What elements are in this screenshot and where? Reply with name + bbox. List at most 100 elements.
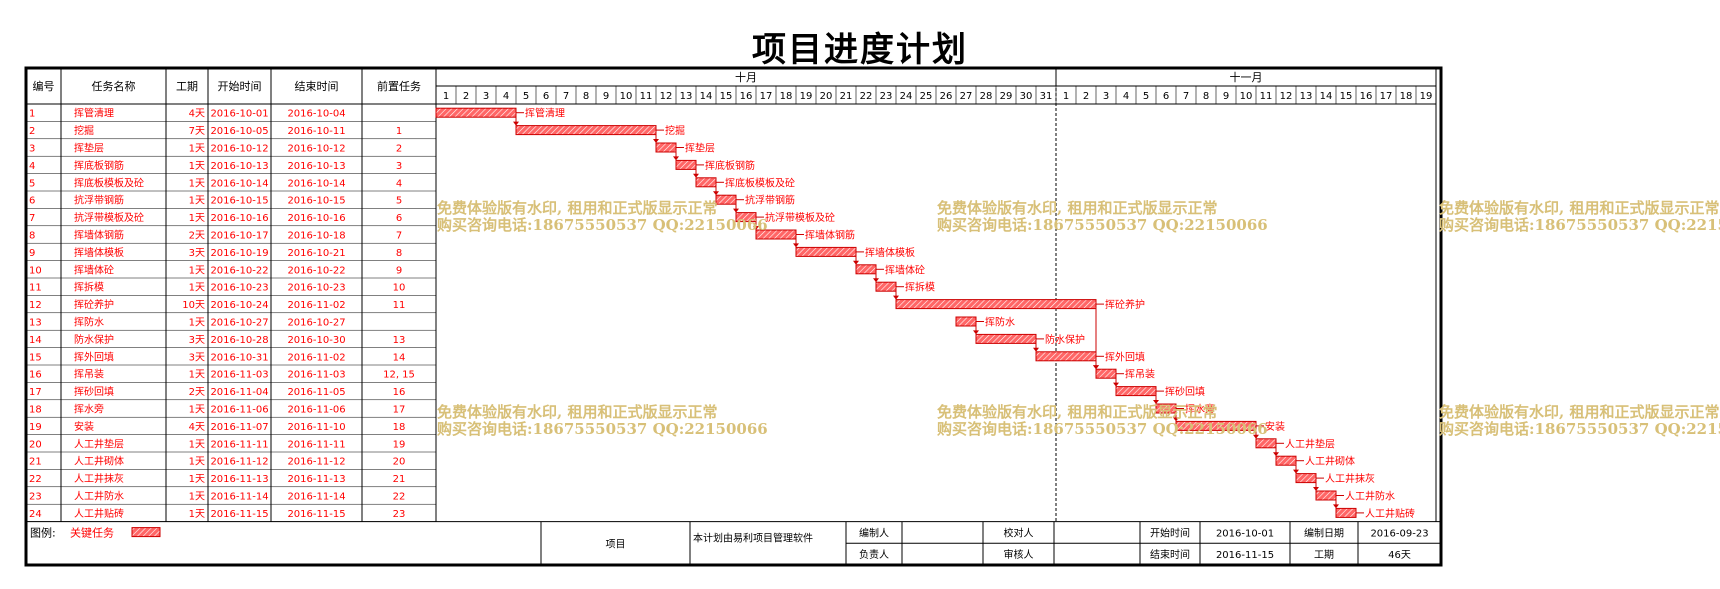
bar-label: 抗浮带钢筋: [745, 194, 795, 207]
task-duration: 10天: [182, 300, 205, 311]
watermark-line: 购买咨询电话:18675550537 QQ:22150066: [1439, 216, 1720, 234]
day-label: 12: [1280, 91, 1293, 102]
bar-label: 挥砼养护: [1105, 298, 1145, 311]
column-header: 工期: [176, 80, 198, 93]
day-label: 20: [820, 91, 833, 102]
task-start: 2016-10-24: [210, 300, 268, 311]
responsible-label: 负责人: [859, 548, 889, 561]
task-predecessor: 12, 15: [383, 370, 415, 381]
task-id: 14: [29, 335, 42, 346]
task-predecessor: 5: [396, 196, 402, 207]
bar-label: 安装: [1265, 420, 1285, 433]
day-label: 11: [1260, 91, 1273, 102]
dependency-arrowhead: [673, 156, 679, 161]
task-duration: 1天: [189, 178, 205, 189]
task-end: 2016-10-13: [287, 161, 345, 172]
task-id: 15: [29, 352, 42, 363]
task-bar: [975, 333, 1037, 344]
day-label: 16: [1360, 91, 1373, 102]
dependency-arrowhead: [733, 208, 739, 213]
task-predecessor: 4: [396, 178, 402, 189]
task-end: 2016-11-12: [287, 457, 345, 468]
task-bar: [1255, 438, 1277, 449]
watermark-line: 购买咨询电话:18675550537 QQ:22150066: [437, 216, 768, 234]
day-label: 28: [980, 91, 993, 102]
task-start: 2016-11-12: [210, 457, 268, 468]
dependency-arrowhead: [1273, 452, 1279, 457]
task-id: 1: [29, 109, 35, 120]
task-name: 挥底板模板及砼: [74, 176, 144, 189]
task-duration: 3天: [189, 335, 205, 346]
bar-label: 挥防水: [985, 316, 1015, 329]
bar-label: 挥墙体钢筋: [805, 229, 855, 242]
duration-value: 46天: [1388, 550, 1411, 561]
day-label: 8: [1203, 91, 1209, 102]
task-predecessor: 16: [393, 387, 406, 398]
task-id: 22: [29, 474, 42, 485]
task-end: 2016-11-02: [287, 300, 345, 311]
task-duration: 2天: [189, 231, 205, 242]
task-duration: 1天: [189, 144, 205, 155]
task-duration: 3天: [189, 248, 205, 259]
task-start: 2016-11-03: [210, 370, 268, 381]
task-end: 2016-10-14: [287, 178, 345, 189]
task-bar: [675, 159, 697, 170]
task-bar: [1095, 368, 1117, 379]
task-predecessor: 18: [393, 422, 406, 433]
task-end: 2016-10-11: [287, 126, 345, 137]
day-label: 4: [1123, 91, 1129, 102]
task-name: 挥垫层: [74, 142, 104, 155]
task-start: 2016-10-16: [210, 213, 268, 224]
task-duration: 1天: [189, 439, 205, 450]
task-duration: 7天: [189, 126, 205, 137]
task-name: 挥砂回填: [74, 385, 114, 398]
task-end: 2016-11-13: [287, 474, 345, 485]
task-end: 2016-11-05: [287, 387, 345, 398]
task-name: 人工井防水: [74, 490, 124, 503]
task-id: 4: [29, 161, 35, 172]
task-duration: 2天: [189, 387, 205, 398]
dependency-arrowhead: [893, 295, 899, 300]
task-id: 23: [29, 492, 42, 503]
task-id: 24: [29, 509, 42, 520]
dependency-arrows: [513, 117, 1339, 509]
watermark-line: 免费体验版有水印, 租用和正式版显示正常: [1439, 403, 1720, 421]
legend-label: 图例:: [30, 526, 56, 540]
column-header: 结束时间: [295, 80, 339, 93]
task-bar: [875, 281, 897, 292]
task-bar: [655, 142, 677, 153]
task-predecessor: 14: [393, 352, 406, 363]
task-duration: 1天: [189, 457, 205, 468]
watermark: 免费体验版有水印, 租用和正式版显示正常购买咨询电话:18675550537 Q…: [937, 200, 1268, 234]
task-end: 2016-10-30: [287, 335, 345, 346]
task-name: 挥吊装: [74, 368, 104, 381]
month-label: 十一月: [1230, 70, 1263, 84]
task-bar: [1115, 386, 1157, 397]
task-bar: [695, 177, 717, 188]
duration-label: 工期: [1314, 549, 1334, 561]
task-id: 16: [29, 370, 42, 381]
day-label: 11: [640, 91, 653, 102]
task-duration: 1天: [189, 474, 205, 485]
compile-date-label: 编制日期: [1304, 526, 1344, 539]
task-name: 人工井垫层: [74, 437, 124, 450]
task-predecessor: 6: [396, 213, 402, 224]
task-start: 2016-10-27: [210, 318, 268, 329]
task-start: 2016-10-17: [210, 231, 268, 242]
task-start: 2016-11-14: [210, 492, 268, 503]
day-label: 16: [740, 91, 753, 102]
task-bar: [1315, 490, 1337, 501]
watermark-line: 免费体验版有水印, 租用和正式版显示正常: [1439, 199, 1720, 217]
task-duration: 4天: [189, 422, 205, 433]
watermark-line: 购买咨询电话:18675550537 QQ:22150066: [937, 216, 1268, 234]
proofreader-label: 校对人: [1004, 526, 1034, 539]
task-end: 2016-10-23: [287, 283, 345, 294]
task-name: 抗浮带钢筋: [74, 194, 124, 207]
end-label: 结束时间: [1150, 548, 1190, 561]
outer-border: [24, 66, 1443, 567]
task-predecessor: 2: [396, 144, 402, 155]
dependency-arrowhead: [793, 243, 799, 248]
task-duration: 1天: [189, 213, 205, 224]
task-duration: 4天: [189, 109, 205, 120]
